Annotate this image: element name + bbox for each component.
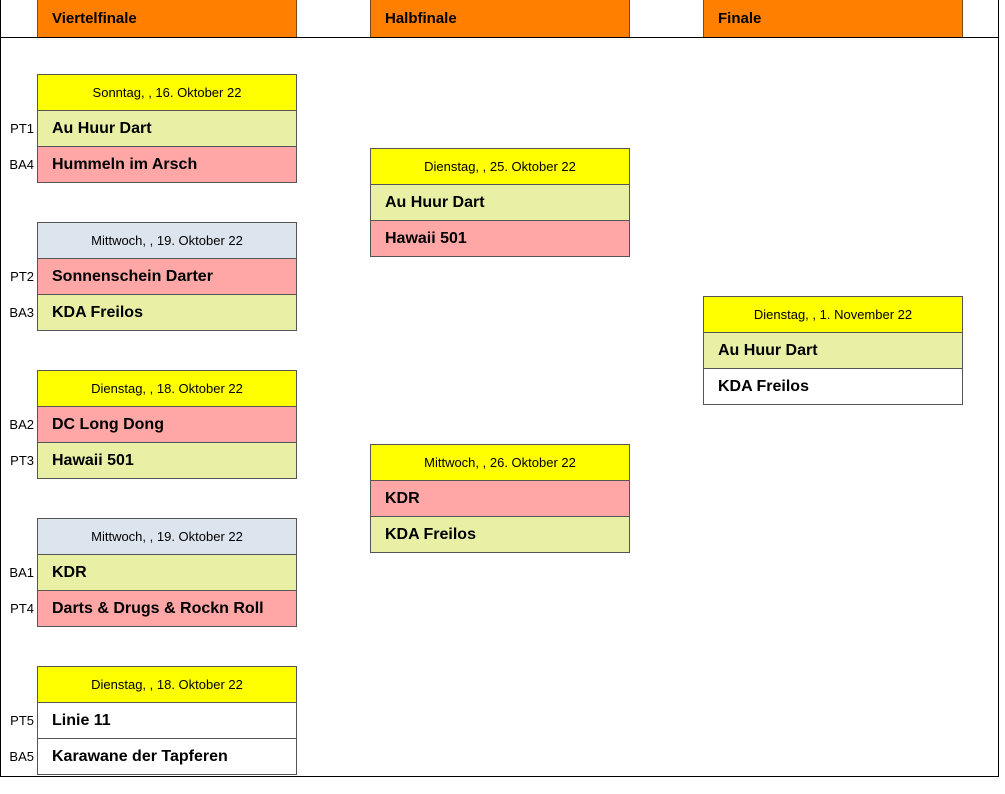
seed-label: PT4 <box>10 601 34 616</box>
team-slot[interactable]: KDA Freilos <box>703 368 963 405</box>
seed-label: BA3 <box>9 305 34 320</box>
seed-label: BA1 <box>9 565 34 580</box>
team-slot[interactable]: PT3 Hawaii 501 <box>10 442 297 479</box>
semifinal-match-2: Mittwoch, , 26. Oktober 22 KDR KDA Freil… <box>370 444 630 553</box>
quarterfinal-match-5: Dienstag, , 18. Oktober 22 PT5 Linie 11 … <box>9 666 297 775</box>
team-slot[interactable]: Hawaii 501 <box>370 220 630 257</box>
quarterfinal-match-1: Sonntag, , 16. Oktober 22 PT1 Au Huur Da… <box>9 74 297 183</box>
team-name: Hummeln im Arsch <box>52 156 198 173</box>
header-quarterfinal: Viertelfinale <box>37 0 297 37</box>
seed-label: BA4 <box>9 157 34 172</box>
team-name: DC Long Dong <box>52 416 164 433</box>
seed-label: PT1 <box>10 121 34 136</box>
team-name: Karawane der Tapferen <box>52 748 228 765</box>
semifinal-match-1: Dienstag, , 25. Oktober 22 Au Huur Dart … <box>370 148 630 257</box>
team-slot[interactable]: BA5 Karawane der Tapferen <box>9 738 297 775</box>
header-semifinal: Halbfinale <box>370 0 630 37</box>
team-name: Au Huur Dart <box>52 120 152 137</box>
team-slot[interactable]: BA3 KDA Freilos <box>9 294 297 331</box>
bracket-frame <box>0 0 999 777</box>
team-slot[interactable]: BA4 Hummeln im Arsch <box>9 146 297 183</box>
seed-label: BA5 <box>9 749 34 764</box>
team-slot[interactable]: BA1 KDR <box>9 554 297 591</box>
header-divider <box>0 37 999 38</box>
quarterfinal-match-4: Mittwoch, , 19. Oktober 22 BA1 KDR PT4 D… <box>9 518 297 627</box>
final-match: Dienstag, , 1. November 22 Au Huur Dart … <box>703 296 963 405</box>
match-date: Dienstag, , 1. November 22 <box>703 296 963 333</box>
seed-label: PT5 <box>10 713 34 728</box>
team-slot[interactable]: PT5 Linie 11 <box>10 702 297 739</box>
team-name: Au Huur Dart <box>718 342 818 359</box>
team-slot[interactable]: BA2 DC Long Dong <box>9 406 297 443</box>
team-name: KDR <box>385 490 420 507</box>
team-slot[interactable]: PT4 Darts & Drugs & Rockn Roll <box>10 590 297 627</box>
match-date: Sonntag, , 16. Oktober 22 <box>37 74 297 111</box>
team-slot[interactable]: Au Huur Dart <box>370 184 630 221</box>
seed-label: BA2 <box>9 417 34 432</box>
team-name: KDA Freilos <box>52 304 143 321</box>
team-slot[interactable]: KDA Freilos <box>370 516 630 553</box>
seed-label: PT3 <box>10 453 34 468</box>
quarterfinal-match-2: Mittwoch, , 19. Oktober 22 PT2 Sonnensch… <box>9 222 297 331</box>
team-name: KDR <box>52 564 87 581</box>
team-slot[interactable]: PT1 Au Huur Dart <box>10 110 297 147</box>
team-name: Hawaii 501 <box>52 452 134 469</box>
team-name: Darts & Drugs & Rockn Roll <box>52 600 264 617</box>
team-name: Sonnenschein Darter <box>52 268 213 285</box>
quarterfinal-match-3: Dienstag, , 18. Oktober 22 BA2 DC Long D… <box>9 370 297 479</box>
match-date: Dienstag, , 18. Oktober 22 <box>37 666 297 703</box>
match-date: Dienstag, , 18. Oktober 22 <box>37 370 297 407</box>
team-slot[interactable]: PT2 Sonnenschein Darter <box>10 258 297 295</box>
team-name: Au Huur Dart <box>385 194 485 211</box>
team-name: KDA Freilos <box>385 526 476 543</box>
team-slot[interactable]: KDR <box>370 480 630 517</box>
match-date: Mittwoch, , 19. Oktober 22 <box>37 222 297 259</box>
header-final: Finale <box>703 0 963 37</box>
team-name: Linie 11 <box>52 712 111 729</box>
match-date: Mittwoch, , 19. Oktober 22 <box>37 518 297 555</box>
match-date: Mittwoch, , 26. Oktober 22 <box>370 444 630 481</box>
team-slot[interactable]: Au Huur Dart <box>703 332 963 369</box>
team-name: Hawaii 501 <box>385 230 467 247</box>
team-name: KDA Freilos <box>718 378 809 395</box>
match-date: Dienstag, , 25. Oktober 22 <box>370 148 630 185</box>
seed-label: PT2 <box>10 269 34 284</box>
